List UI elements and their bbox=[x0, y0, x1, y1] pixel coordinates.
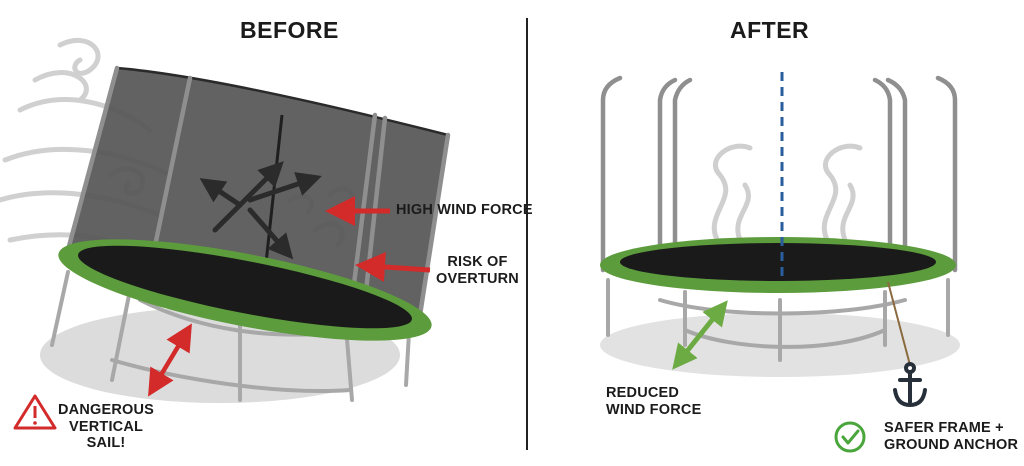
reduced-wind-swirls bbox=[711, 143, 863, 248]
danger-line-3: SAIL! bbox=[86, 435, 126, 452]
reduced-line-2: WIND FORCE bbox=[606, 401, 702, 418]
danger-line-1: DANGEROUS bbox=[58, 402, 155, 418]
risk-line-1: RISK OF bbox=[447, 254, 508, 270]
anchor-icon bbox=[893, 362, 927, 408]
danger-line-2: VERTICAL bbox=[68, 418, 144, 435]
safer-line-2: GROUND ANCHOR bbox=[884, 436, 1019, 453]
risk-line-2: OVERTURN bbox=[436, 270, 519, 287]
inner-wind-arrows bbox=[199, 161, 322, 260]
safer-line-1: SAFER FRAME + bbox=[884, 420, 1004, 436]
reduced-wind-arrow bbox=[672, 300, 728, 370]
reduced-wind-force-label: REDUCED WIND FORCE bbox=[606, 385, 701, 418]
anchor-strap bbox=[887, 281, 911, 366]
risk-of-overturn-label: RISK OF OVERTURN bbox=[436, 254, 519, 287]
before-panel bbox=[0, 37, 451, 430]
after-panel bbox=[600, 72, 960, 453]
after-poles bbox=[600, 75, 958, 273]
before-mat bbox=[78, 245, 412, 329]
reduced-line-1: REDUCED bbox=[606, 385, 680, 401]
dangerous-vertical-sail-label: DANGEROUS VERTICAL SAIL! bbox=[58, 402, 154, 452]
after-mat bbox=[620, 243, 936, 281]
after-heading: AFTER bbox=[730, 17, 810, 43]
high-wind-force-label: HIGH WIND FORCE bbox=[396, 202, 533, 218]
vertical-sail-arrow bbox=[148, 323, 192, 397]
overturn-arrow bbox=[355, 252, 431, 282]
net-rim bbox=[116, 66, 449, 137]
safer-frame-label: SAFER FRAME + GROUND ANCHOR bbox=[884, 420, 1018, 453]
checkmark-circle-icon bbox=[834, 421, 866, 453]
warning-triangle-icon bbox=[13, 394, 57, 430]
before-heading: BEFORE bbox=[240, 17, 339, 43]
